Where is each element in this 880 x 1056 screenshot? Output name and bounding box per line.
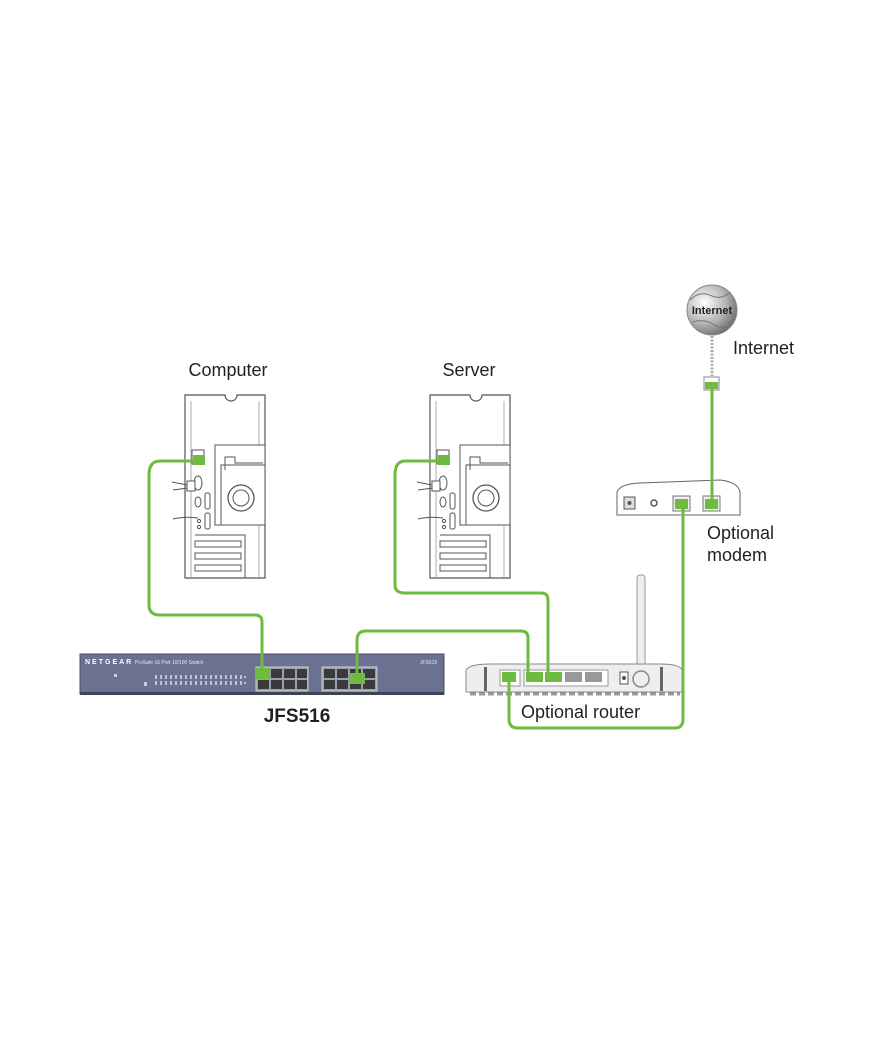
computer-port-connected — [193, 455, 205, 465]
modem-icon — [616, 479, 741, 516]
server-label: Server — [442, 360, 495, 380]
internet-label: Internet — [733, 338, 794, 358]
switch-model-badge: JFS516 — [420, 660, 437, 666]
router-label: Optional router — [521, 702, 640, 722]
modem-wan-port — [705, 499, 718, 509]
cable-server-to-router — [393, 459, 550, 678]
modem-lan-port — [675, 499, 688, 509]
router-icon — [465, 574, 683, 696]
switch-ports-right — [321, 666, 378, 692]
cable-switch-to-router — [355, 629, 530, 678]
modem-label-line2: modem — [707, 545, 767, 565]
server-port-connected — [438, 455, 450, 465]
globe-text: Internet — [692, 305, 733, 317]
cable-router-to-modem — [507, 502, 685, 730]
switch-port-connected — [349, 673, 365, 684]
computer-label: Computer — [188, 360, 267, 380]
modem-label-line1: Optional — [707, 523, 774, 543]
internet-globe-icon: Internet — [686, 284, 738, 336]
cable-computer-to-switch — [147, 459, 264, 675]
switch-brand: NETGEAR — [85, 659, 133, 666]
switch-ports-left — [255, 666, 309, 692]
computer-icon — [171, 394, 266, 579]
wall-jack-plug — [705, 382, 718, 389]
server-icon — [416, 394, 511, 579]
switch-model-label: JFS516 — [264, 706, 331, 727]
cables — [147, 383, 714, 730]
switch-description: ProSafe 16 Port 10/100 Switch — [135, 660, 204, 666]
